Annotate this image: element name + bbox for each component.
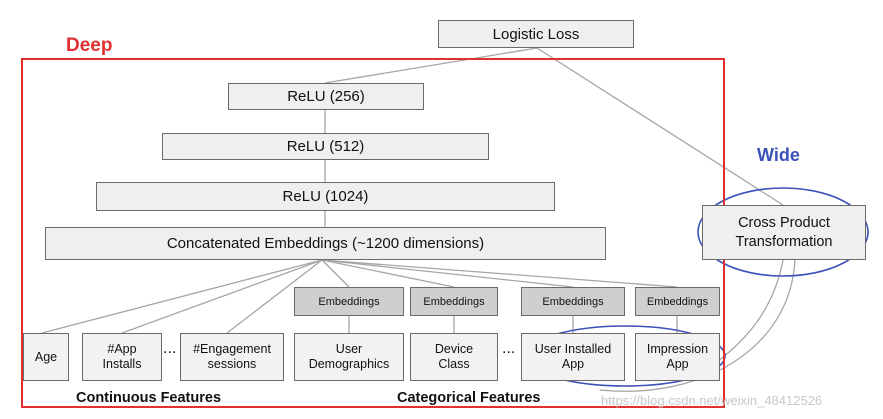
feature-app-installs: #App Installs [82, 333, 162, 381]
relu-256-box: ReLU (256) [228, 83, 424, 110]
feature-impression-app: Impression App [635, 333, 720, 381]
relu-1024-box: ReLU (1024) [96, 182, 555, 211]
logistic-loss-box: Logistic Loss [438, 20, 634, 48]
categorical-features-label: Categorical Features [397, 390, 541, 406]
feature-device-class: Device Class [410, 333, 498, 381]
embedding-device-class: Embeddings [410, 287, 498, 316]
wide-label: Wide [757, 145, 800, 165]
continuous-ellipsis: ... [163, 340, 177, 357]
concatenated-embeddings-box: Concatenated Embeddings (~1200 dimension… [45, 227, 606, 260]
cross-product-transformation-box: Cross Product Transformation [702, 205, 866, 260]
feature-user-installed-app: User Installed App [521, 333, 625, 381]
continuous-features-label: Continuous Features [76, 390, 222, 406]
relu-512-box: ReLU (512) [162, 133, 489, 160]
feature-age: Age [23, 333, 69, 381]
watermark-text: https://blog.csdn.net/weixin_48412526 [601, 393, 823, 408]
categorical-ellipsis: ... [502, 340, 516, 357]
embedding-impression-app: Embeddings [635, 287, 720, 316]
embedding-user-installed-app: Embeddings [521, 287, 625, 316]
embedding-user-demographics: Embeddings [294, 287, 404, 316]
deep-label: Deep [66, 35, 113, 56]
feature-engagement-sessions: #Engagement sessions [180, 333, 284, 381]
feature-user-demographics: User Demographics [294, 333, 404, 381]
wide-highlight-ellipse [697, 187, 869, 277]
